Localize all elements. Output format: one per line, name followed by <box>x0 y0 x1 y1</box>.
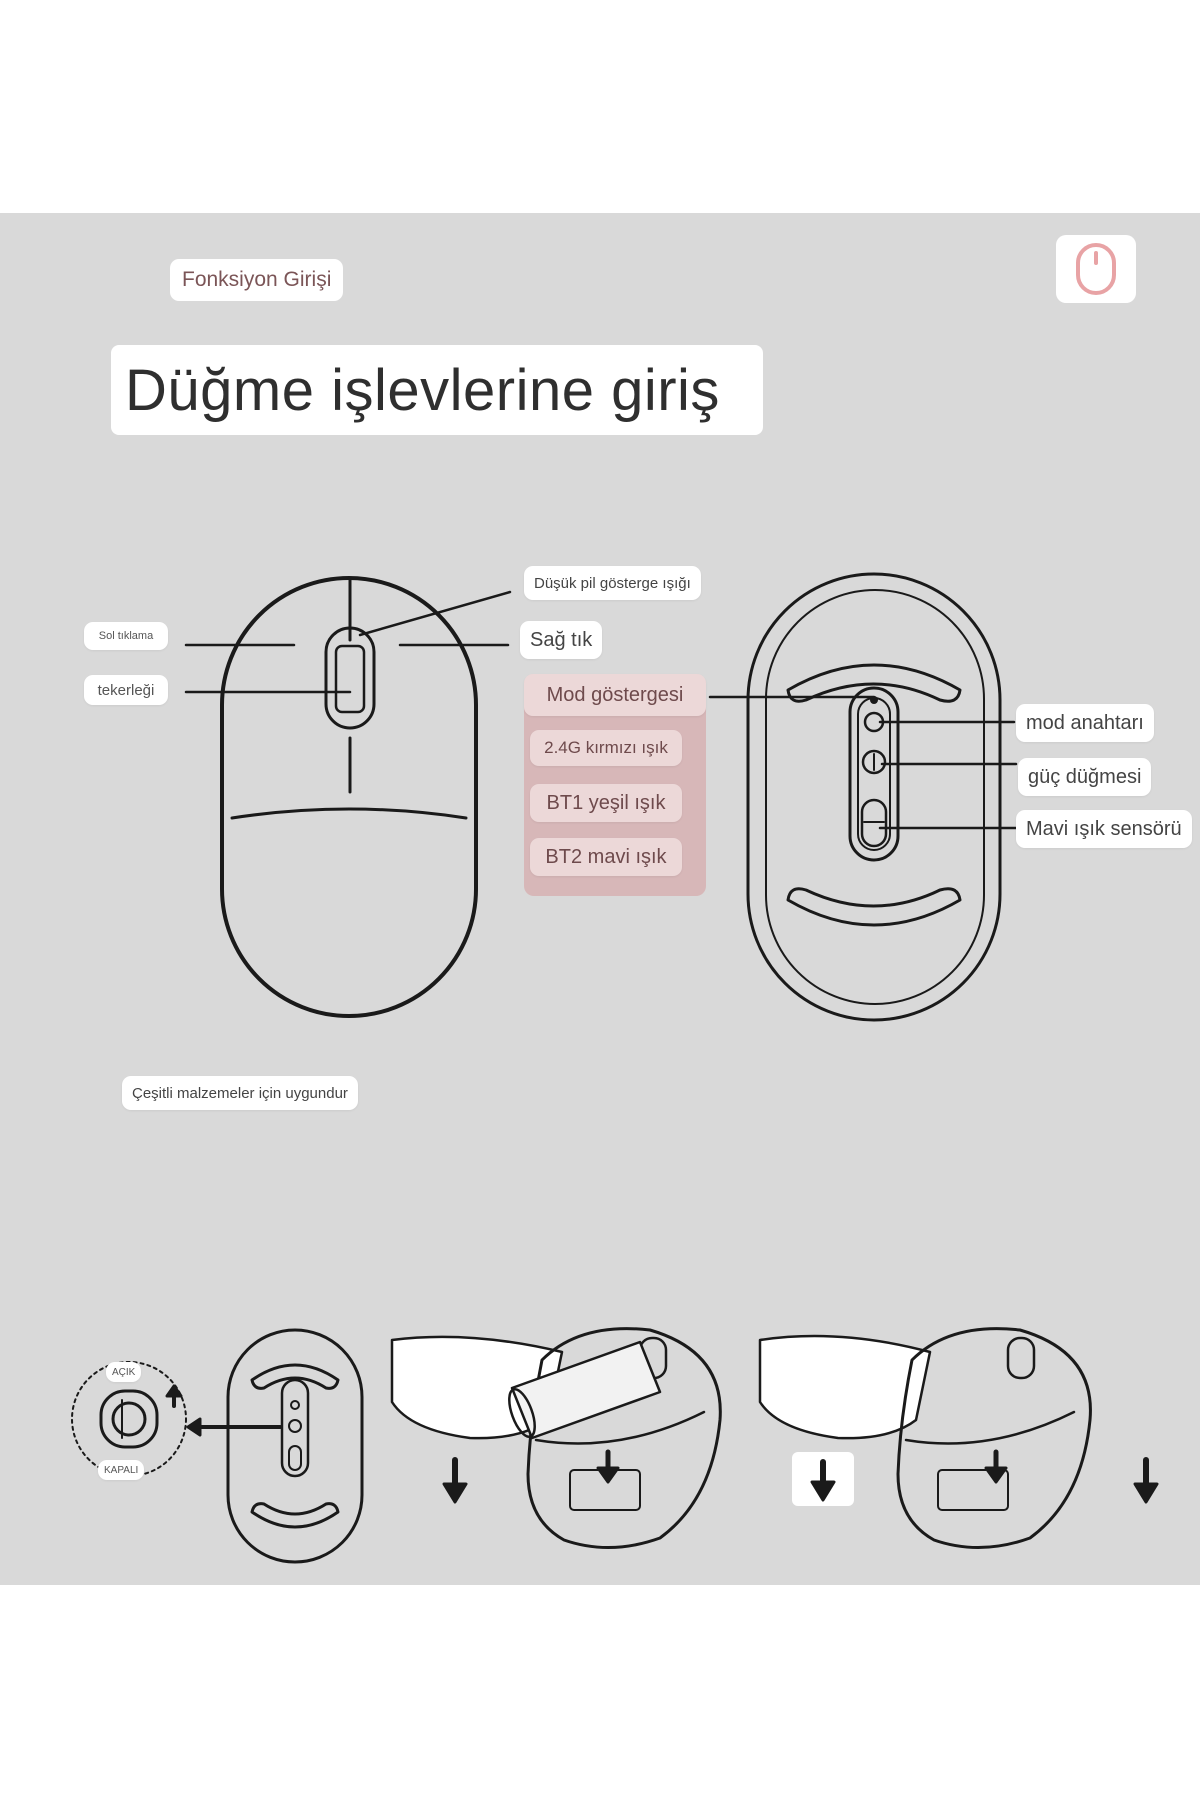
switch-off-label: KAPALI <box>98 1460 145 1480</box>
mode-indicator-title: Mod göstergesi <box>524 674 706 716</box>
mode-item-bt1: BT1 yeşil ışık <box>530 784 682 822</box>
mode-item-bt2: BT2 mavi ışık <box>530 838 682 876</box>
left-click-label: Sol tıklama <box>84 622 168 650</box>
page-title-box: Düğme işlevlerine giriş <box>111 345 763 435</box>
mouse-badge <box>1056 235 1136 303</box>
switch-inset <box>71 1361 282 1477</box>
right-click-label: Sağ tık <box>520 621 603 659</box>
low-battery-label: Düşük pil gösterge ışığı <box>524 566 701 600</box>
section-label: Fonksiyon Girişi <box>170 259 344 301</box>
mouse-bottom-view <box>708 572 1018 1022</box>
sensor-label: Mavi ışık sensörü <box>1016 810 1192 848</box>
materials-note: Çeşitli malzemeler için uygundur <box>122 1076 358 1110</box>
mouse-icon <box>1076 243 1116 295</box>
page-title: Düğme işlevlerine giriş <box>125 357 720 423</box>
mode-item-24g: 2.4G kırmızı ışık <box>530 730 682 766</box>
battery-step-1 <box>390 1327 722 1549</box>
power-button-label: güç düğmesi <box>1018 758 1152 796</box>
scroll-wheel-label: tekerleği <box>84 675 168 705</box>
small-bottom-view <box>226 1328 364 1564</box>
battery-step-2 <box>758 1327 1159 1549</box>
mouse-top-view <box>184 576 512 1018</box>
switch-on-label: AÇIK <box>106 1362 142 1382</box>
mode-switch-label: mod anahtarı <box>1016 704 1154 742</box>
